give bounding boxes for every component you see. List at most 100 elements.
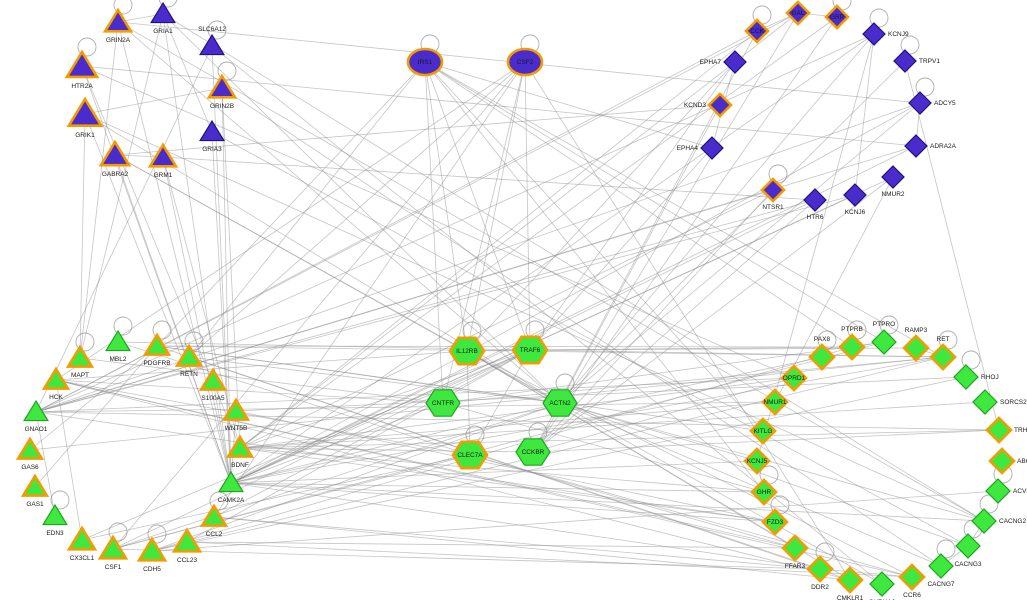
node-CACNG2[interactable] xyxy=(971,508,997,534)
node-RAMP3[interactable] xyxy=(902,334,930,362)
node-S100A5[interactable] xyxy=(198,367,228,391)
node-CMKLR1[interactable] xyxy=(836,566,864,594)
node-SLC6A12[interactable] xyxy=(199,33,225,56)
node-label-CCR6: CCR6 xyxy=(903,592,921,599)
edge xyxy=(117,21,232,484)
node-TRHR[interactable] xyxy=(985,416,1013,444)
node-label-CX3CL1: CX3CL1 xyxy=(70,555,95,562)
node-PTPRO[interactable] xyxy=(871,329,897,355)
node-CCL2[interactable] xyxy=(199,503,229,527)
node-PDGFRB[interactable] xyxy=(142,332,172,356)
node-ABCG2[interactable] xyxy=(988,447,1016,475)
node-CSF1[interactable] xyxy=(97,534,129,560)
node-ADRA2A[interactable] xyxy=(904,134,928,158)
edge xyxy=(112,341,885,550)
node-GRIN2B[interactable] xyxy=(206,73,238,99)
edge xyxy=(230,482,821,570)
node-EDN3[interactable] xyxy=(42,503,68,526)
edge xyxy=(79,113,86,359)
self-loop xyxy=(207,20,227,40)
node-PAX8[interactable] xyxy=(808,343,836,371)
node-GRM1[interactable] xyxy=(147,142,179,168)
node-EPHA7[interactable] xyxy=(723,50,747,74)
node-OPRD1[interactable] xyxy=(780,364,808,392)
node-KCNJ9[interactable] xyxy=(862,22,886,46)
node-BDNF[interactable] xyxy=(225,434,255,458)
node-GAS1[interactable] xyxy=(20,473,50,497)
edge xyxy=(156,61,426,347)
node-GAS6[interactable] xyxy=(15,436,45,460)
node-label-CACNG7: CACNG7 xyxy=(927,581,954,588)
edge xyxy=(466,350,913,578)
node-IL12RB[interactable] xyxy=(448,336,486,366)
node-HCK[interactable] xyxy=(41,366,71,390)
self-loop xyxy=(915,77,935,97)
node-TRPV1[interactable] xyxy=(893,49,917,73)
node-GABRA2[interactable] xyxy=(98,139,132,167)
node-HTR6[interactable] xyxy=(803,188,827,212)
node-KCNJ6[interactable] xyxy=(843,183,867,207)
node-CACNG7[interactable] xyxy=(928,553,954,579)
edge xyxy=(112,349,531,550)
node-CCKBR[interactable] xyxy=(515,438,551,466)
node-GRIA1[interactable] xyxy=(150,1,176,24)
node-ACTN2[interactable] xyxy=(542,389,578,417)
self-loop xyxy=(77,37,97,57)
node-CAMK2A[interactable] xyxy=(218,470,244,493)
node-HTR2A[interactable] xyxy=(64,49,100,79)
node-RETN[interactable] xyxy=(174,343,204,367)
node-CX3CL1[interactable] xyxy=(66,525,98,551)
node-GRIA3[interactable] xyxy=(199,119,225,142)
edge xyxy=(55,61,526,381)
edge xyxy=(239,429,1000,449)
node-CNTFR[interactable] xyxy=(425,389,461,417)
node-GRIN2A[interactable] xyxy=(102,7,134,33)
node-CLEC7A[interactable] xyxy=(451,440,489,470)
node-label-ADCY5: ADCY5 xyxy=(934,100,956,107)
node-KCNJ5[interactable] xyxy=(743,447,771,475)
node-FZD3[interactable] xyxy=(761,508,789,536)
node-GNAO1[interactable] xyxy=(23,399,49,422)
node-RET[interactable] xyxy=(929,343,957,371)
node-CDH5[interactable] xyxy=(136,536,168,562)
node-GRP[interactable] xyxy=(824,4,850,30)
edge xyxy=(230,145,917,484)
node-WNT5B[interactable] xyxy=(221,397,251,421)
node-SORCS2[interactable] xyxy=(972,389,998,415)
node-GHR[interactable] xyxy=(750,478,778,506)
node-CSF2[interactable] xyxy=(506,47,544,77)
edge xyxy=(239,401,776,449)
node-CCR6[interactable] xyxy=(898,563,926,591)
node-FFAR3[interactable] xyxy=(781,534,809,562)
edge xyxy=(186,349,531,543)
node-DDR2[interactable] xyxy=(806,555,834,583)
node-KITLG[interactable] xyxy=(749,417,777,445)
edge xyxy=(230,402,561,484)
edge xyxy=(162,13,985,522)
node-EPHA4[interactable] xyxy=(700,136,724,160)
node-NMUR2[interactable] xyxy=(881,165,905,189)
node-ADCY5[interactable] xyxy=(908,91,932,115)
node-CCK[interactable] xyxy=(744,18,770,44)
node-GAL[interactable] xyxy=(785,0,811,26)
edge xyxy=(186,541,796,549)
node-TRAF6[interactable] xyxy=(511,335,549,365)
node-CHRNA3[interactable] xyxy=(869,571,895,597)
node-MBL2[interactable] xyxy=(105,329,131,352)
edge xyxy=(117,21,561,404)
node-NMUR1[interactable] xyxy=(761,388,789,416)
node-NTSR1[interactable] xyxy=(760,177,786,203)
node-CACNG3[interactable] xyxy=(955,533,981,559)
node-CCL23[interactable] xyxy=(171,527,203,553)
node-PTPRB[interactable] xyxy=(838,333,866,361)
node-RHOJ[interactable] xyxy=(953,364,979,390)
nodes-layer xyxy=(15,0,1016,597)
node-MAPT[interactable] xyxy=(65,344,95,368)
node-ACVRL1[interactable] xyxy=(985,478,1011,504)
edge xyxy=(424,61,713,149)
node-label-RET: RET xyxy=(937,336,950,343)
node-GRIK1[interactable] xyxy=(66,96,104,127)
edge xyxy=(466,61,526,352)
node-KCND3[interactable] xyxy=(707,92,733,118)
node-IRS1[interactable] xyxy=(406,47,444,77)
